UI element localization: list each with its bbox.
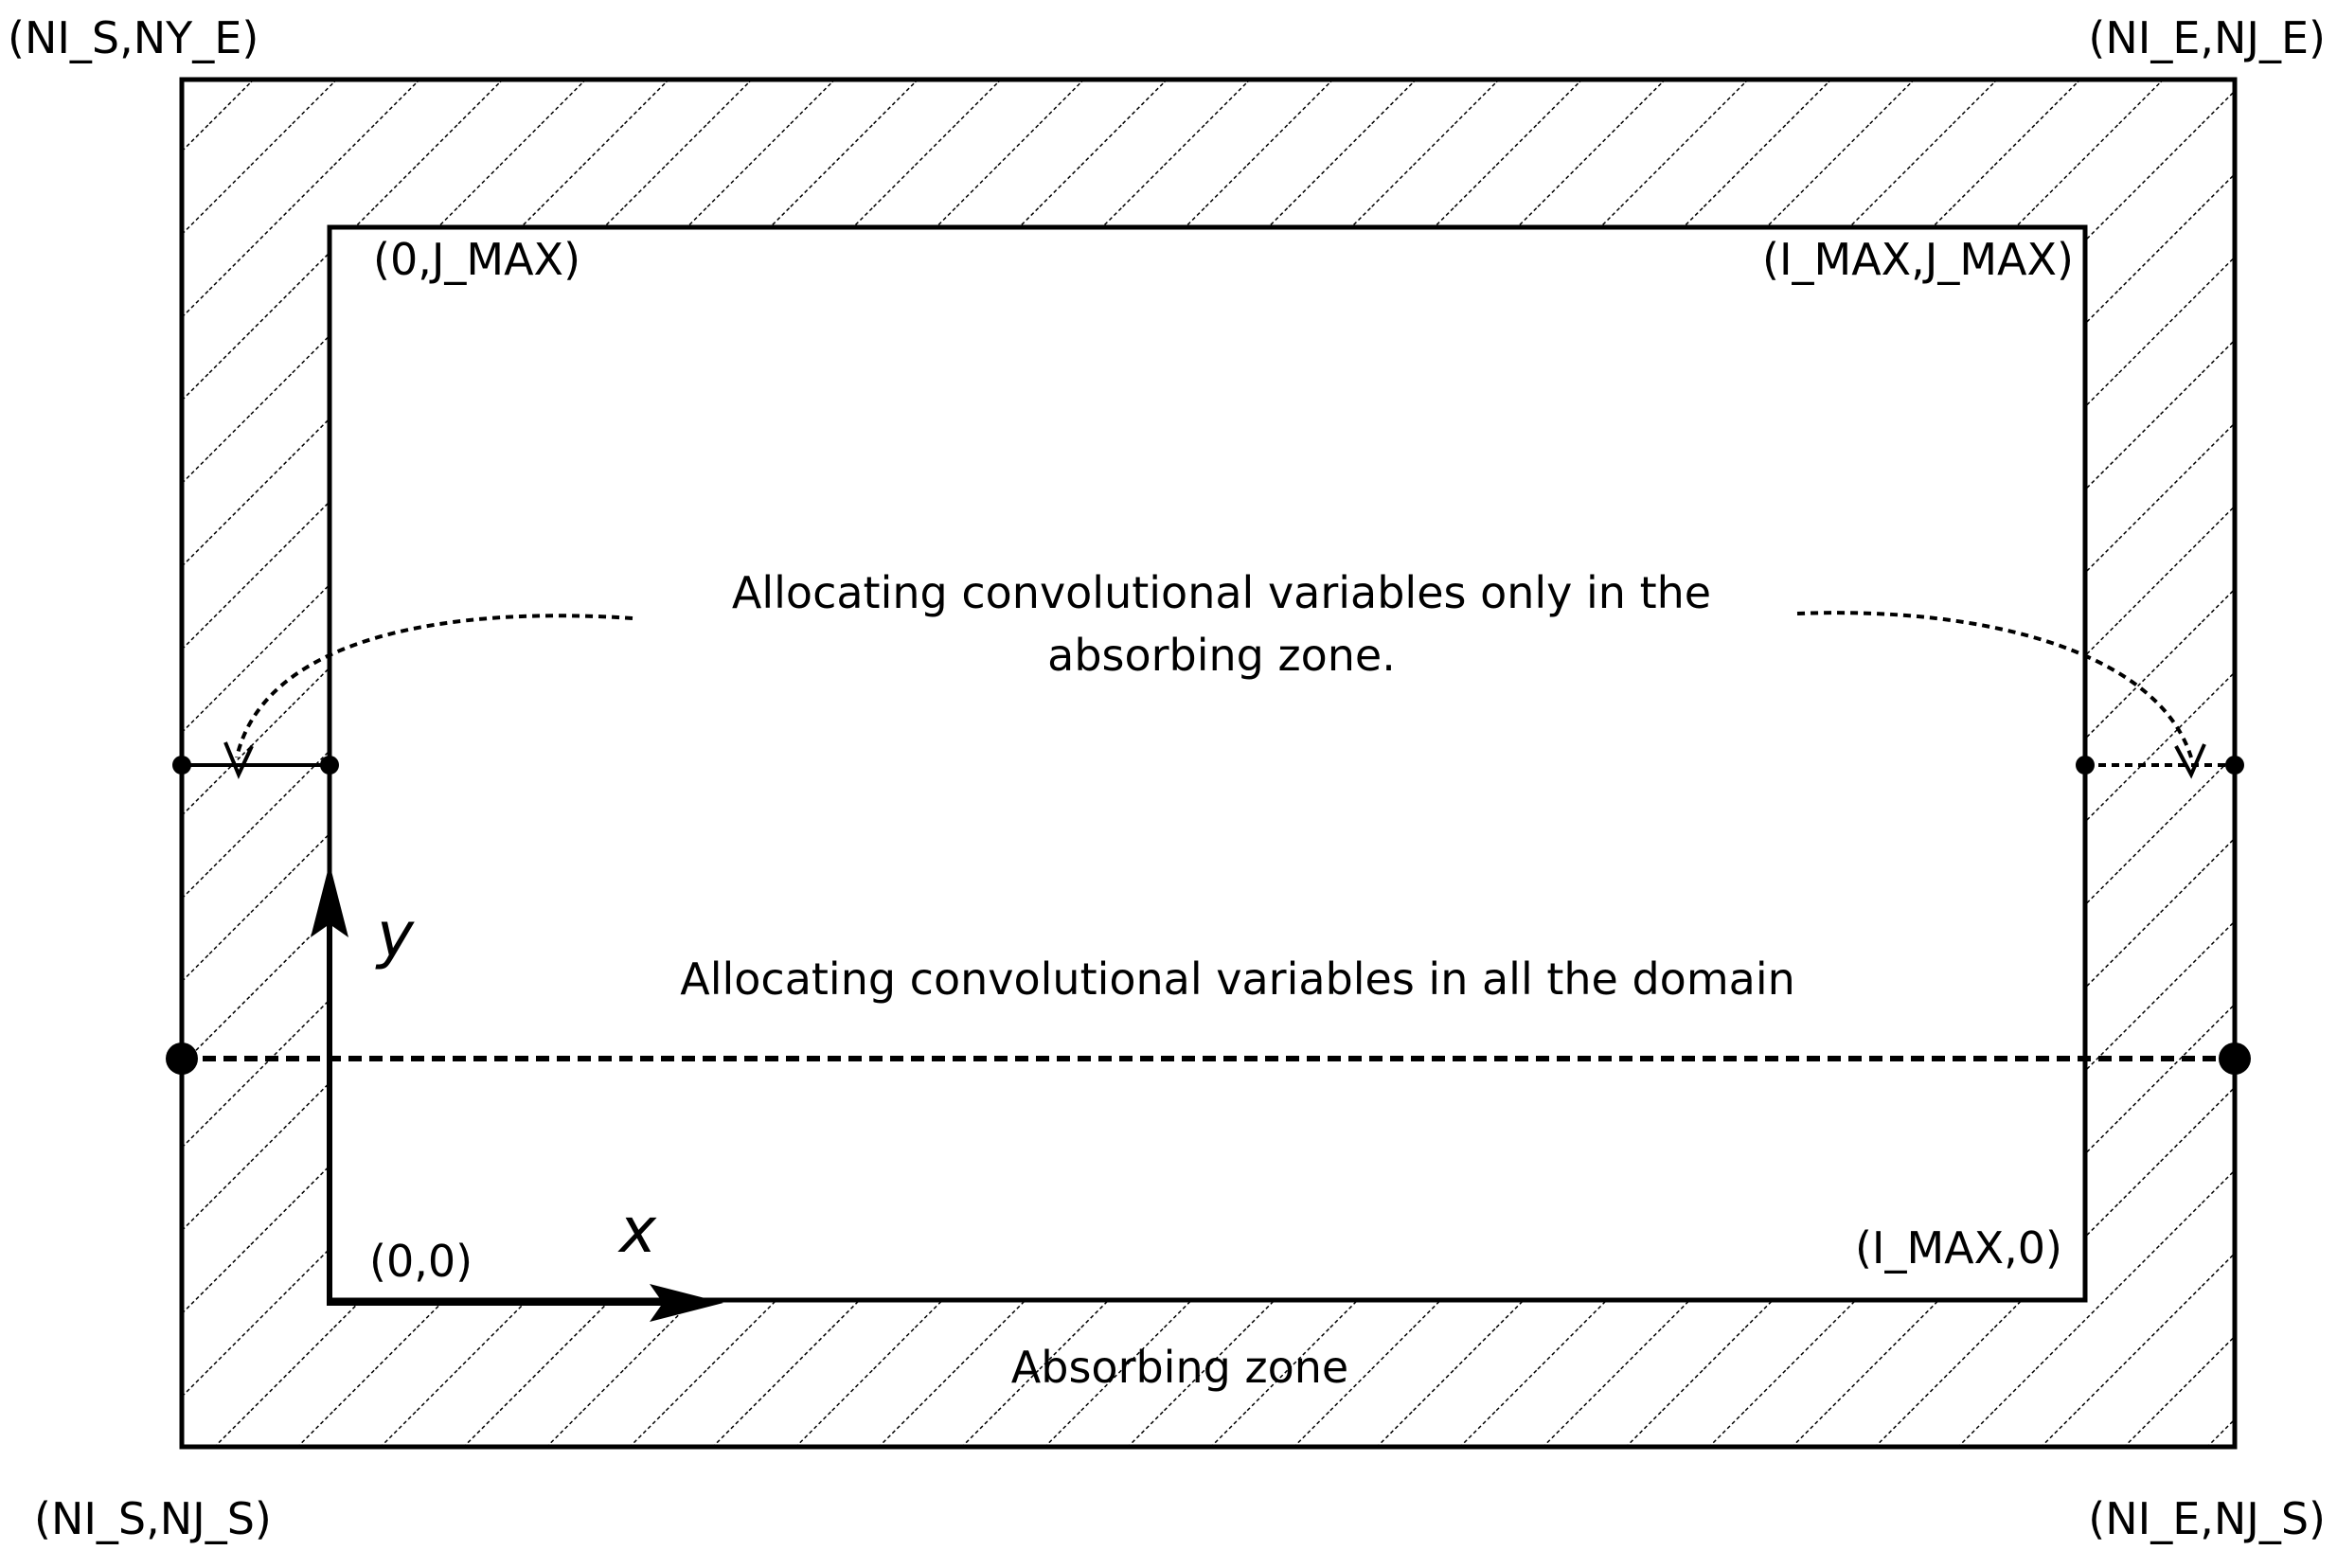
absorbing-zone-label: Absorbing zone — [1011, 1342, 1348, 1393]
all-domain-note: Allocating convolutional variables in al… — [680, 953, 1795, 1005]
left-segment-end-dot — [320, 756, 339, 775]
x-axis-label: x — [617, 1194, 657, 1267]
y-axis-arrowhead — [311, 864, 348, 937]
left-curved-arrowhead — [223, 741, 254, 779]
left-curved-arrow — [235, 614, 633, 758]
absorbing-only-note-line2: absorbing zone. — [1047, 630, 1396, 681]
x-axis-arrowhead — [650, 1284, 723, 1322]
right-curved-arrowhead — [2174, 743, 2206, 779]
outer-top-left-label: (NI_S,NY_E) — [8, 12, 259, 63]
right-curved-arrow — [1796, 611, 2193, 758]
inner-bottom-left-label: (0,0) — [369, 1236, 473, 1287]
outer-bottom-right-label: (NI_E,NJ_S) — [2088, 1493, 2326, 1544]
right-segment-start-dot — [2076, 756, 2095, 775]
outer-top-right-label: (NI_E,NJ_E) — [2088, 12, 2326, 63]
absorbing-zone-fill — [182, 80, 2235, 1447]
all-domain-end-dot — [2219, 1042, 2251, 1075]
all-domain-start-dot — [166, 1042, 198, 1075]
inner-bottom-right-label: (I_MAX,0) — [1855, 1222, 2062, 1274]
y-axis-label: y — [375, 899, 415, 971]
inner-top-right-label: (I_MAX,J_MAX) — [1762, 234, 2074, 285]
left-segment-start-dot — [172, 756, 191, 775]
inner-top-left-label: (0,J_MAX) — [373, 234, 580, 285]
right-segment-end-dot — [2225, 756, 2244, 775]
outer-bottom-left-label: (NI_S,NJ_S) — [34, 1493, 272, 1544]
absorbing-only-note-line1: Allocating convolutional variables only … — [732, 567, 1711, 618]
inner-domain — [327, 224, 2088, 1303]
